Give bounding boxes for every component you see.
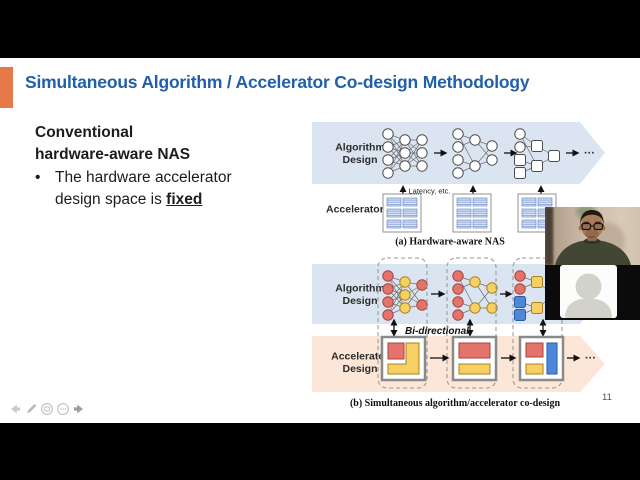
heading-line2: hardware-aware NAS xyxy=(35,146,191,163)
design-box-b1 xyxy=(380,335,427,382)
accelerator-box-a1 xyxy=(382,193,422,233)
doorframe-shadow xyxy=(545,207,553,265)
bullet-text: The hardware accelerator design space is… xyxy=(55,169,232,208)
presenter-person xyxy=(555,210,631,265)
show-all-slides-icon xyxy=(40,402,53,416)
left-text-panel: Conventional hardware-aware NAS • The ha… xyxy=(35,122,285,211)
heading-line1: Conventional xyxy=(35,124,134,141)
more-options-icon xyxy=(56,402,69,416)
accelerator-row-label: Accelerator xyxy=(326,204,384,216)
presenter-video xyxy=(545,207,640,265)
title-accent-bar xyxy=(0,67,13,108)
caption-b: (b) Simultaneous algorithm/accelerator c… xyxy=(350,398,561,409)
webcam-overlay xyxy=(545,207,640,265)
mouth xyxy=(588,236,596,238)
design-box-b2 xyxy=(451,335,498,382)
arrow-right-icon xyxy=(73,404,83,414)
algorithm-band-label-a-2: Design xyxy=(342,154,377,166)
more-options-button[interactable] xyxy=(55,402,70,417)
slide-canvas: Simultaneous Algorithm / Accelerator Co-… xyxy=(0,58,640,423)
part-a-hardware-aware-nas: Algorithm Design xyxy=(312,122,605,248)
caption-a: (a) Hardware-aware NAS xyxy=(395,237,505,248)
bullet-marker: • xyxy=(35,169,41,186)
emphasized-word: fixed xyxy=(166,191,203,208)
neural-net-a1 xyxy=(382,128,428,179)
pen-icon xyxy=(26,404,36,414)
panel-heading: Conventional hardware-aware NAS xyxy=(35,122,285,166)
neural-net-b1 xyxy=(382,270,428,321)
participant-placeholder xyxy=(545,265,640,320)
pen-tool-button[interactable] xyxy=(23,402,38,417)
neural-net-a3 xyxy=(514,128,560,179)
codesign-group-2 xyxy=(446,257,497,389)
accelerator-box-a2 xyxy=(452,193,492,233)
arrow-left-icon xyxy=(10,404,20,414)
algorithm-band-label-b-1: Algorithm xyxy=(335,283,385,295)
codesign-group-1 xyxy=(377,257,428,389)
part-b-codesign: Algorithm Design Accelerator Design xyxy=(312,257,605,409)
algorithm-band-label-b-2: Design xyxy=(342,295,377,307)
person-avatar-icon xyxy=(565,273,612,318)
accelerator-band-label-b-2: Design xyxy=(342,363,377,375)
codesign-group-3 xyxy=(512,257,563,389)
show-all-slides-button[interactable] xyxy=(39,402,54,417)
accelerator-band-label-b-1: Accelerator xyxy=(331,351,389,363)
slide-page-number: 11 xyxy=(602,392,612,403)
codesign-diagram: Algorithm Design xyxy=(312,122,605,409)
algorithm-band-label-a-1: Algorithm xyxy=(335,142,385,154)
continuation-dots-a: ··· xyxy=(584,148,595,160)
presenter-toolbar xyxy=(7,402,86,417)
glasses xyxy=(580,222,605,231)
design-box-b3 xyxy=(518,335,565,382)
bidirectional-label: Bi-directional xyxy=(405,326,469,337)
bullet-item: • The hardware accelerator design space … xyxy=(35,167,285,211)
neural-net-b3 xyxy=(514,270,560,321)
next-slide-button[interactable] xyxy=(71,402,86,417)
latency-label: Latency, etc. xyxy=(409,187,451,196)
neural-net-a2 xyxy=(452,128,498,179)
continuation-dots-b-acc: ··· xyxy=(585,353,596,365)
neural-net-b2 xyxy=(452,270,498,321)
avatar-card xyxy=(560,265,617,318)
slide-title: Simultaneous Algorithm / Accelerator Co-… xyxy=(25,72,530,92)
previous-slide-button[interactable] xyxy=(7,402,22,417)
